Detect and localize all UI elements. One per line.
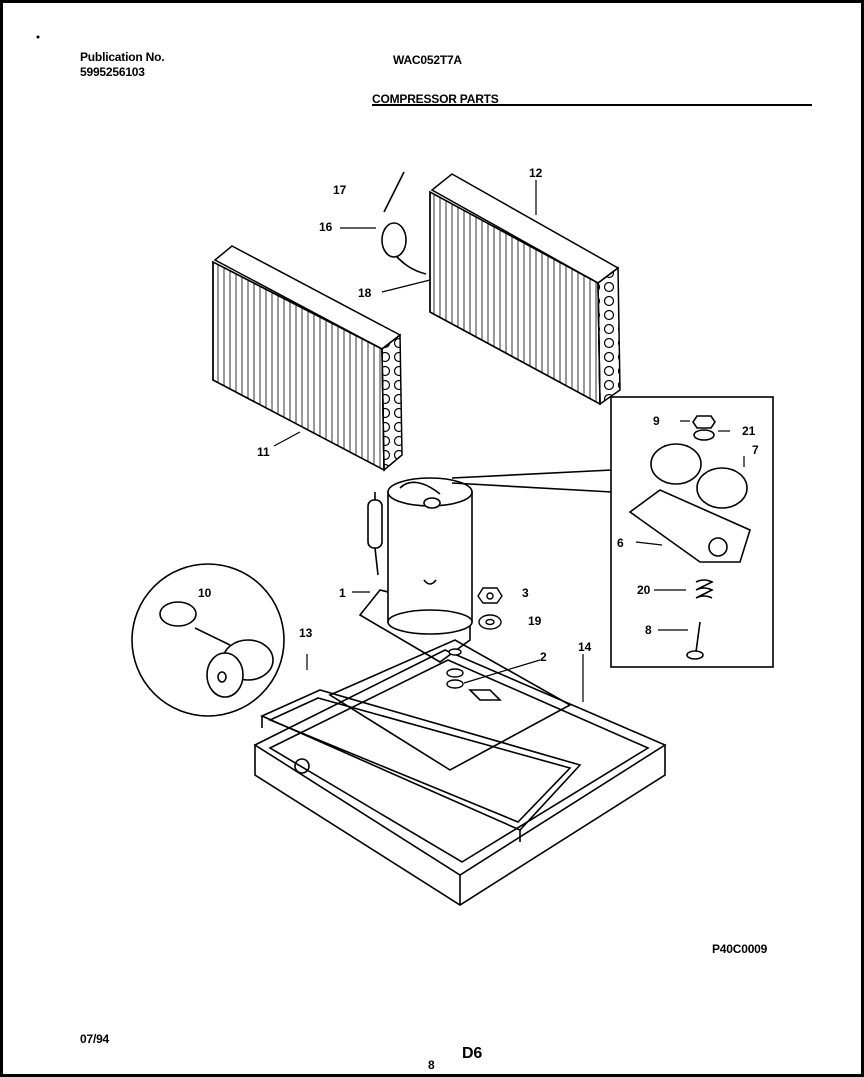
callout-21: 21	[742, 424, 756, 438]
callout-9: 9	[653, 414, 660, 428]
callout-labels: 17 16 18 12 11 9 21 7 6 20 8 10 1 3 19 1…	[198, 166, 759, 664]
base-pan	[253, 639, 667, 906]
footer-date: 07/94	[80, 1032, 110, 1046]
condenser-coil-12	[429, 173, 621, 406]
washer-19	[478, 614, 502, 630]
compressor	[358, 477, 473, 663]
drain-pan	[260, 689, 582, 842]
callout-12: 12	[529, 166, 543, 180]
drawing-code: P40C0009	[712, 942, 768, 956]
terminal-cover-inset	[451, 396, 774, 668]
callout-8: 8	[645, 623, 652, 637]
callout-17: 17	[333, 183, 347, 197]
footer-page: 8	[428, 1058, 435, 1072]
nut-3	[477, 587, 503, 604]
publication-number: 5995256103	[80, 65, 145, 79]
callout-14: 14	[578, 640, 592, 654]
callout-19: 19	[528, 614, 542, 628]
callout-2: 2	[540, 650, 547, 664]
callout-3: 3	[522, 586, 529, 600]
callout-11: 11	[257, 445, 270, 459]
capillary-tube	[381, 171, 427, 275]
callout-7: 7	[752, 443, 759, 457]
leader-lines	[273, 180, 745, 702]
grommet-2	[446, 648, 464, 689]
evaporator-coil-11	[212, 245, 403, 472]
callout-10: 10	[198, 586, 212, 600]
model-number: WAC052T7A	[393, 53, 462, 67]
overload-detail-circle	[131, 563, 285, 717]
callout-20: 20	[637, 583, 651, 597]
callout-6: 6	[617, 536, 624, 550]
section-title: COMPRESSOR PARTS	[372, 92, 499, 106]
publication-label: Publication No.	[80, 50, 165, 64]
callout-13: 13	[299, 626, 313, 640]
callout-1: 1	[339, 586, 346, 600]
corner-speck	[36, 35, 40, 39]
callout-16: 16	[319, 220, 333, 234]
footer-page-code: D6	[462, 1045, 483, 1062]
callout-18: 18	[358, 286, 372, 300]
